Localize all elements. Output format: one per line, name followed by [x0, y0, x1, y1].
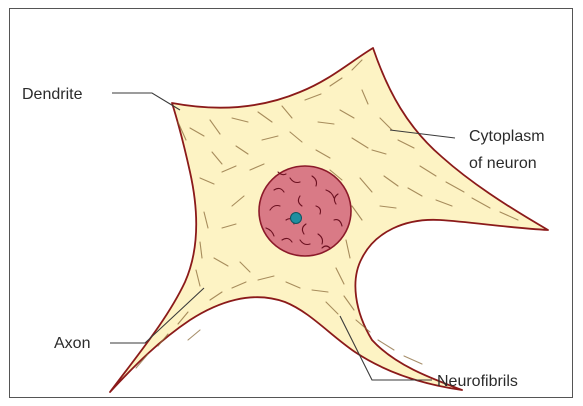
label-cytoplasm-line2: of neuron	[469, 155, 537, 172]
label-dendrite: Dendrite	[22, 86, 83, 103]
dendrite-leader-line	[112, 93, 180, 110]
label-neurofibrils: Neurofibrils	[437, 373, 518, 390]
nucleus	[259, 166, 351, 256]
label-cytoplasm-line1: Cytoplasm	[469, 128, 545, 145]
label-axon: Axon	[54, 335, 90, 352]
nucleolus	[291, 213, 302, 224]
